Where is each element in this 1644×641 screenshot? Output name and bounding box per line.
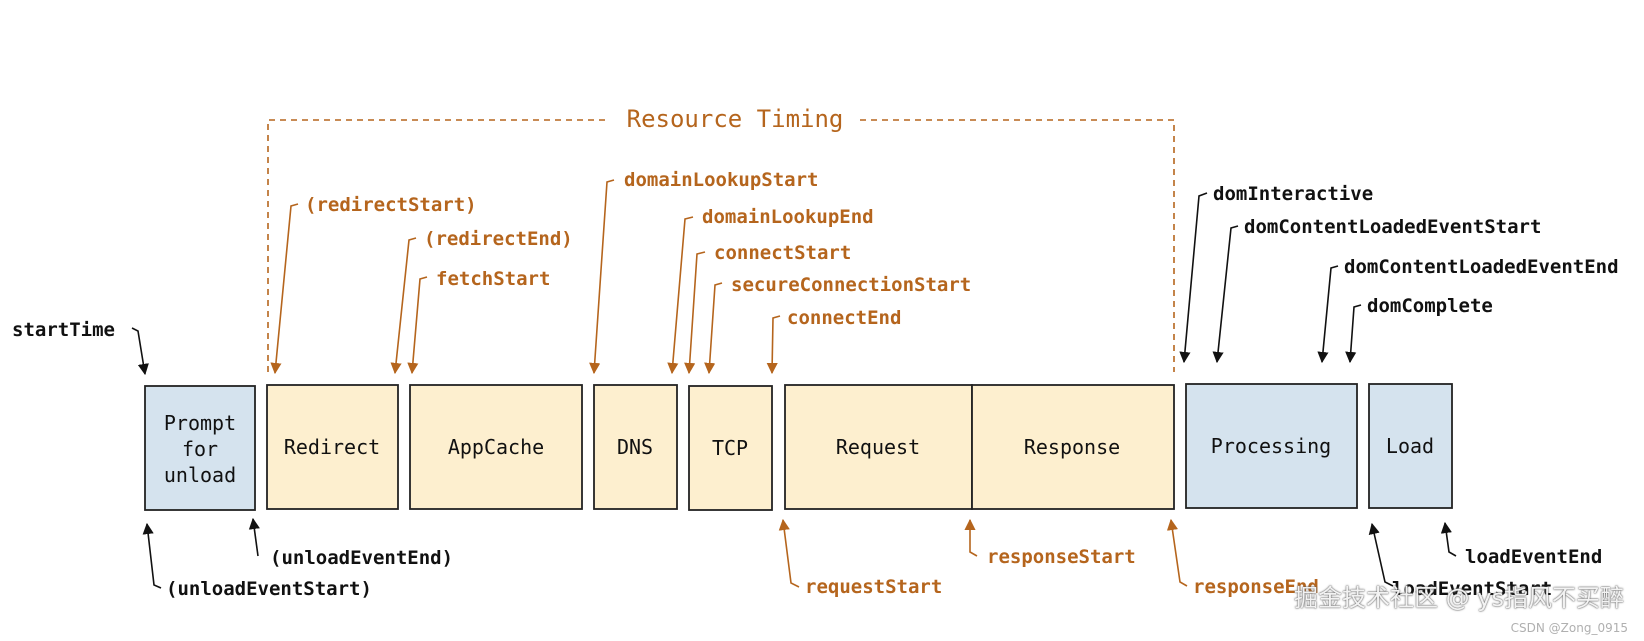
box-label-line: for [182, 437, 218, 461]
arrow-dom-content-loaded-end [1317, 265, 1339, 364]
resource-timing-bracket: Resource Timing [267, 105, 1175, 372]
arrow-redirect-end [390, 237, 417, 375]
box-tcp: TCP [688, 385, 773, 511]
watermark-text: 掘金技术社区 @ ys指风不买醉 [1294, 584, 1624, 612]
arrow-fetch-start [407, 276, 428, 375]
box-label: Response [1024, 435, 1120, 459]
box-label: Redirect [284, 435, 380, 459]
label-fetch-start: fetchStart [436, 268, 550, 290]
box-label: DNS [617, 435, 653, 459]
box-dns: DNS [593, 384, 678, 510]
label-start-time: startTime [12, 319, 115, 341]
arrow-domain-lookup-end [667, 216, 694, 375]
box-redirect: Redirect [266, 384, 399, 510]
label-unload-event-end: (unloadEventEnd) [270, 547, 453, 569]
label-connect-start: connectStart [714, 242, 851, 264]
dark-labels: startTime (unloadEventStart) (unloadEven… [12, 183, 1619, 600]
phase-boxes: Prompt for unload Redirect AppCache DNS … [144, 383, 1453, 511]
label-unload-event-start: (unloadEventStart) [166, 578, 372, 600]
arrow-unload-event-end [248, 517, 260, 557]
label-dom-complete: domComplete [1367, 295, 1493, 317]
arrow-load-event-end [1440, 521, 1457, 557]
box-response: Response [971, 384, 1175, 510]
arrow-unload-event-start [142, 522, 162, 589]
box-load: Load [1368, 383, 1453, 509]
arrow-start-time [131, 327, 149, 376]
box-request: Request [784, 384, 973, 510]
box-label-line: Prompt [164, 411, 236, 435]
label-domain-lookup-end: domainLookupEnd [702, 206, 874, 228]
orange-labels: (redirectStart) (redirectEnd) fetchStart… [305, 169, 1319, 598]
box-label: Processing [1211, 434, 1331, 458]
arrow-response-start [964, 518, 978, 557]
arrow-request-start [778, 518, 800, 588]
resource-timing-title: Resource Timing [627, 105, 844, 133]
label-domain-lookup-start: domainLookupStart [624, 169, 818, 191]
box-label-line: unload [164, 463, 236, 487]
label-dom-content-loaded-event-start: domContentLoadedEventStart [1244, 216, 1541, 238]
arrow-redirect-start [270, 203, 299, 375]
label-redirect-end: (redirectEnd) [424, 228, 573, 250]
box-label: Request [836, 435, 920, 459]
arrow-dom-complete [1345, 304, 1362, 364]
arrow-response-end [1166, 518, 1188, 587]
label-load-event-end: loadEventEnd [1465, 546, 1602, 568]
label-secure-connection-start: secureConnectionStart [731, 274, 971, 296]
label-dom-interactive: domInteractive [1213, 183, 1373, 205]
label-response-start: responseStart [987, 546, 1136, 568]
dark-arrows [131, 192, 1457, 589]
arrow-domain-lookup-start [589, 179, 615, 375]
label-dom-content-loaded-event-end: domContentLoadedEventEnd [1344, 256, 1619, 278]
arrow-load-event-start [1368, 522, 1394, 587]
box-appcache: AppCache [409, 384, 583, 510]
arrow-dom-content-loaded-start [1212, 225, 1239, 364]
box-prompt-for-unload: Prompt for unload [144, 385, 256, 511]
orange-arrows [270, 179, 1188, 588]
label-request-start: requestStart [805, 576, 942, 598]
arrow-dom-interactive [1179, 192, 1208, 364]
arrow-secure-connection-start [704, 282, 723, 375]
arrow-connect-end [766, 315, 781, 375]
label-connect-end: connectEnd [787, 307, 901, 329]
box-label: AppCache [448, 435, 544, 459]
label-load-event-start: loadEventStart [1392, 578, 1552, 600]
arrow-connect-start [684, 251, 706, 375]
label-response-end: responseEnd [1193, 576, 1319, 598]
box-label: TCP [712, 436, 748, 460]
label-redirect-start: (redirectStart) [305, 194, 477, 216]
csdn-watermark: CSDN @Zong_0915 [1510, 621, 1628, 635]
box-processing: Processing [1185, 383, 1358, 509]
box-label: Load [1386, 434, 1434, 458]
